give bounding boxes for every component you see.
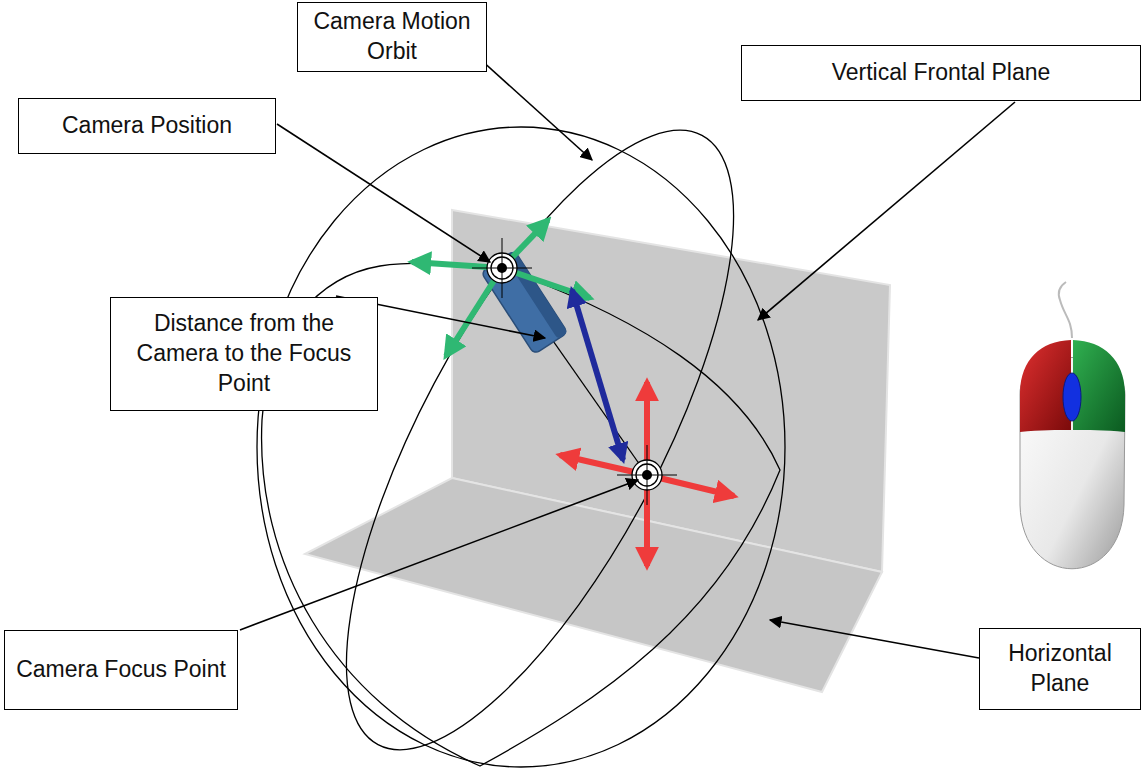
orbit-sphere — [257, 127, 785, 767]
callout-label: Horizontal Plane — [988, 639, 1132, 699]
callout-label: Vertical Frontal Plane — [832, 58, 1051, 88]
distance-arrow — [572, 290, 623, 460]
orbit-curves — [257, 79, 808, 771]
callout-box: Camera Motion Orbit — [297, 2, 487, 72]
mouse-icon — [1020, 282, 1125, 569]
callout-box: Distance from the Camera to the Focus Po… — [110, 297, 378, 411]
camera-target — [472, 238, 532, 298]
callout-box: Horizontal Plane — [979, 628, 1141, 710]
callout-label: Camera Motion Orbit — [306, 7, 478, 67]
horizontal-plane — [305, 478, 882, 692]
callout-label: Camera Focus Point — [16, 655, 226, 685]
camera-body — [481, 250, 568, 354]
orbit-ring — [272, 79, 808, 771]
callout-label: Camera Position — [62, 111, 232, 141]
focus-target — [617, 445, 677, 505]
callout-box: Camera Focus Point — [4, 630, 238, 710]
callout-label: Distance from the Camera to the Focus Po… — [119, 309, 369, 399]
focus-move-arrows — [560, 382, 734, 566]
callout-box: Vertical Frontal Plane — [741, 45, 1141, 101]
callout-box: Camera Position — [18, 98, 276, 154]
camera-move-arrows — [412, 220, 590, 356]
